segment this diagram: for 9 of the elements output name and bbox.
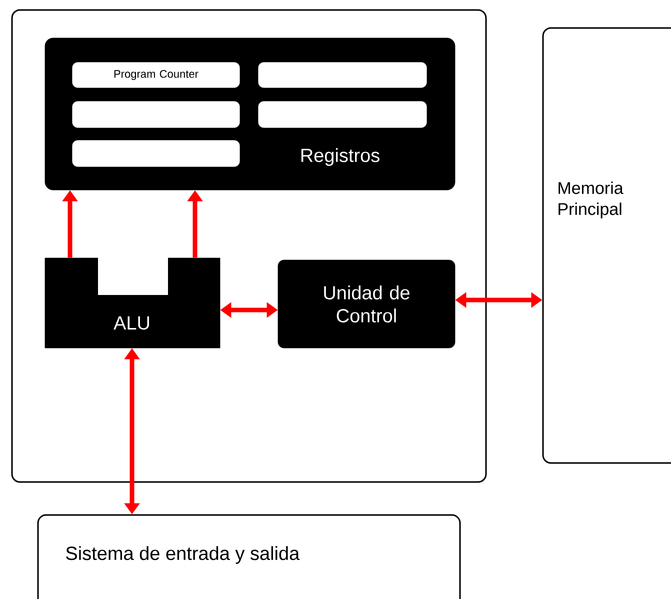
- register-box: [258, 62, 428, 88]
- io-system-box: Sistema de entrada y salida: [37, 514, 461, 599]
- register-box: [72, 100, 240, 128]
- control-unit-box: Unidad de Control: [278, 260, 456, 348]
- register-box: [72, 140, 240, 168]
- memory-box: Memoria Principal: [542, 27, 671, 464]
- register-box: Program Counter: [72, 62, 240, 88]
- register-box: [258, 100, 428, 128]
- alu-block: ALU: [44, 257, 220, 348]
